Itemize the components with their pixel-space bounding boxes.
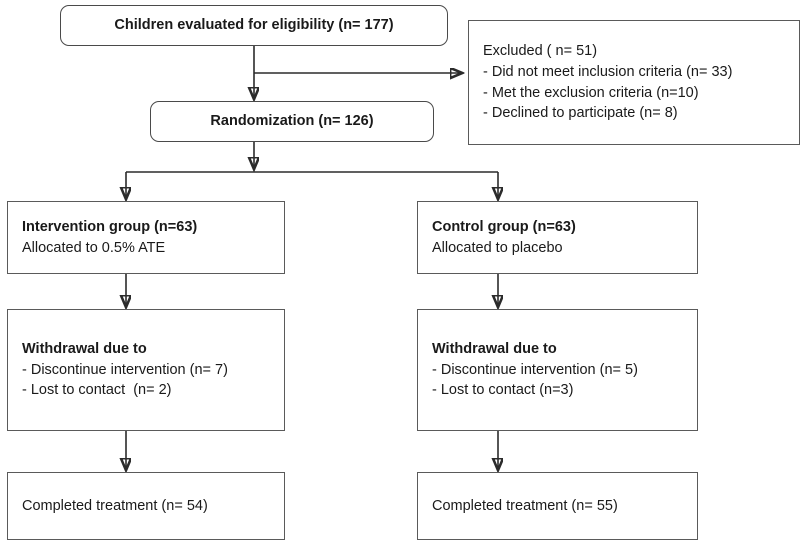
node-line: Completed treatment (n= 54) xyxy=(22,497,208,514)
node-intervention-withdrawal: Withdrawal due to - Discontinue interven… xyxy=(7,309,285,431)
node-line: Excluded ( n= 51) xyxy=(483,43,598,60)
node-line: - Discontinue intervention (n= 7) xyxy=(22,361,228,378)
node-line: - Declined to participate (n= 8) xyxy=(483,105,678,122)
node-line: - Met the exclusion criteria (n=10) xyxy=(483,84,699,101)
node-line: - Lost to contact (n=3) xyxy=(432,382,574,399)
node-line: Allocated to placebo xyxy=(432,239,563,256)
node-line: - Lost to contact (n= 2) xyxy=(22,382,172,399)
node-line: - Did not meet inclusion criteria (n= 33… xyxy=(483,63,733,80)
node-line: Withdrawal due to xyxy=(22,341,147,358)
node-line: Children evaluated for eligibility (n= 1… xyxy=(114,17,394,34)
node-excluded: Excluded ( n= 51) - Did not meet inclusi… xyxy=(468,20,800,145)
node-control-withdrawal: Withdrawal due to - Discontinue interven… xyxy=(417,309,698,431)
node-control-group: Control group (n=63) Allocated to placeb… xyxy=(417,201,698,274)
node-line: Allocated to 0.5% ATE xyxy=(22,239,166,256)
node-randomization: Randomization (n= 126) xyxy=(150,101,434,142)
node-line: - Discontinue intervention (n= 5) xyxy=(432,361,638,378)
node-line: Control group (n=63) xyxy=(432,218,576,235)
node-children-evaluated: Children evaluated for eligibility (n= 1… xyxy=(60,5,448,46)
node-intervention-group: Intervention group (n=63) Allocated to 0… xyxy=(7,201,285,274)
node-control-completed: Completed treatment (n= 55) xyxy=(417,472,698,540)
node-line: Intervention group (n=63) xyxy=(22,218,198,235)
node-line: Randomization (n= 126) xyxy=(210,113,374,130)
node-line: Withdrawal due to xyxy=(432,341,557,358)
node-line: Completed treatment (n= 55) xyxy=(432,497,618,514)
node-intervention-completed: Completed treatment (n= 54) xyxy=(7,472,285,540)
